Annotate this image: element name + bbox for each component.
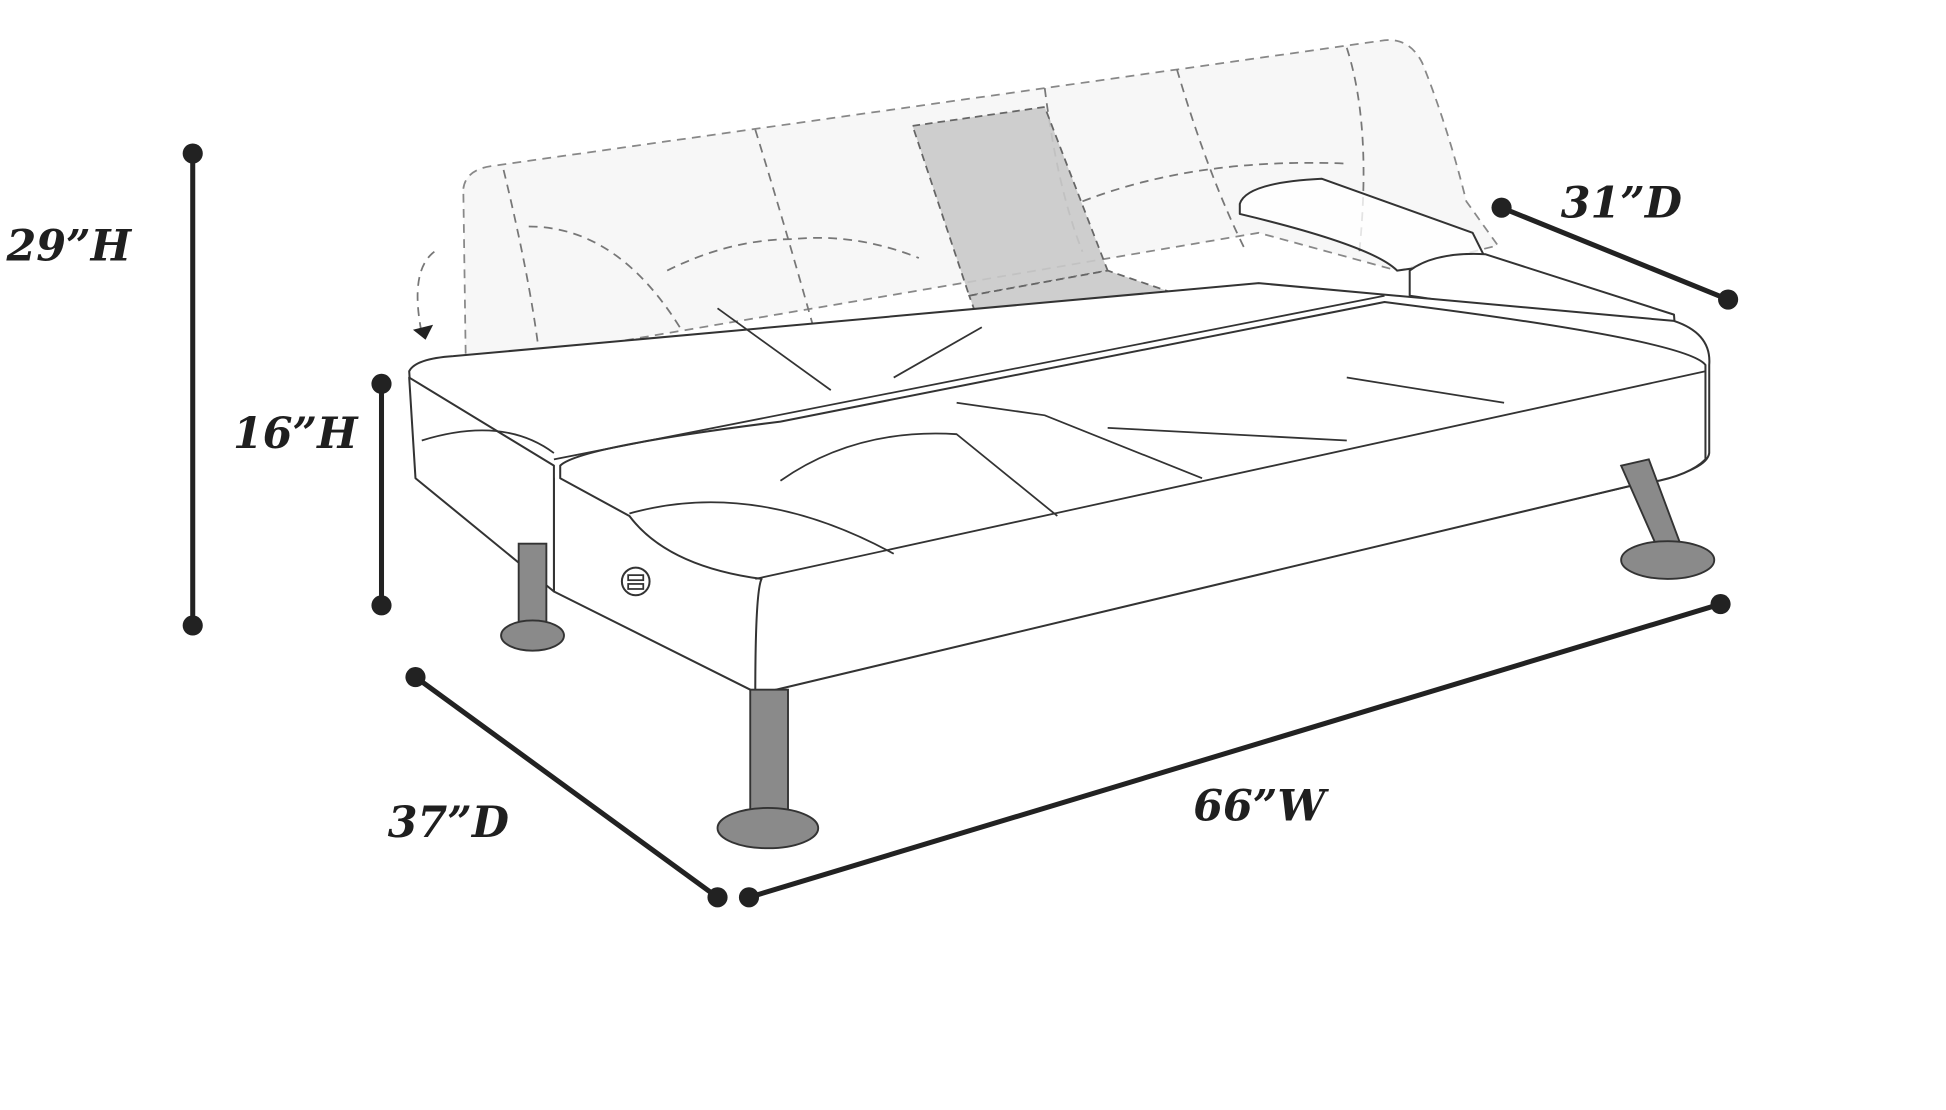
label-37d: 37”D [388,798,509,848]
sofa-legs [500,458,1716,850]
dimension-31d: 31”D [1491,179,1739,310]
dimension-37d: 37”D [388,667,728,908]
dimension-16h: 16”H [233,373,392,616]
usb-port-icon [620,566,651,597]
label-66w: 66”W [1193,782,1329,832]
label-31d: 31”D [1561,179,1682,229]
dimension-66w: 66”W [738,594,1731,908]
label-16h: 16”H [233,409,359,459]
dimension-29h: 29”H [5,143,203,636]
label-29h: 29”H [5,222,132,272]
sofa-body [408,282,1711,696]
fold-arrow-icon [412,324,434,340]
